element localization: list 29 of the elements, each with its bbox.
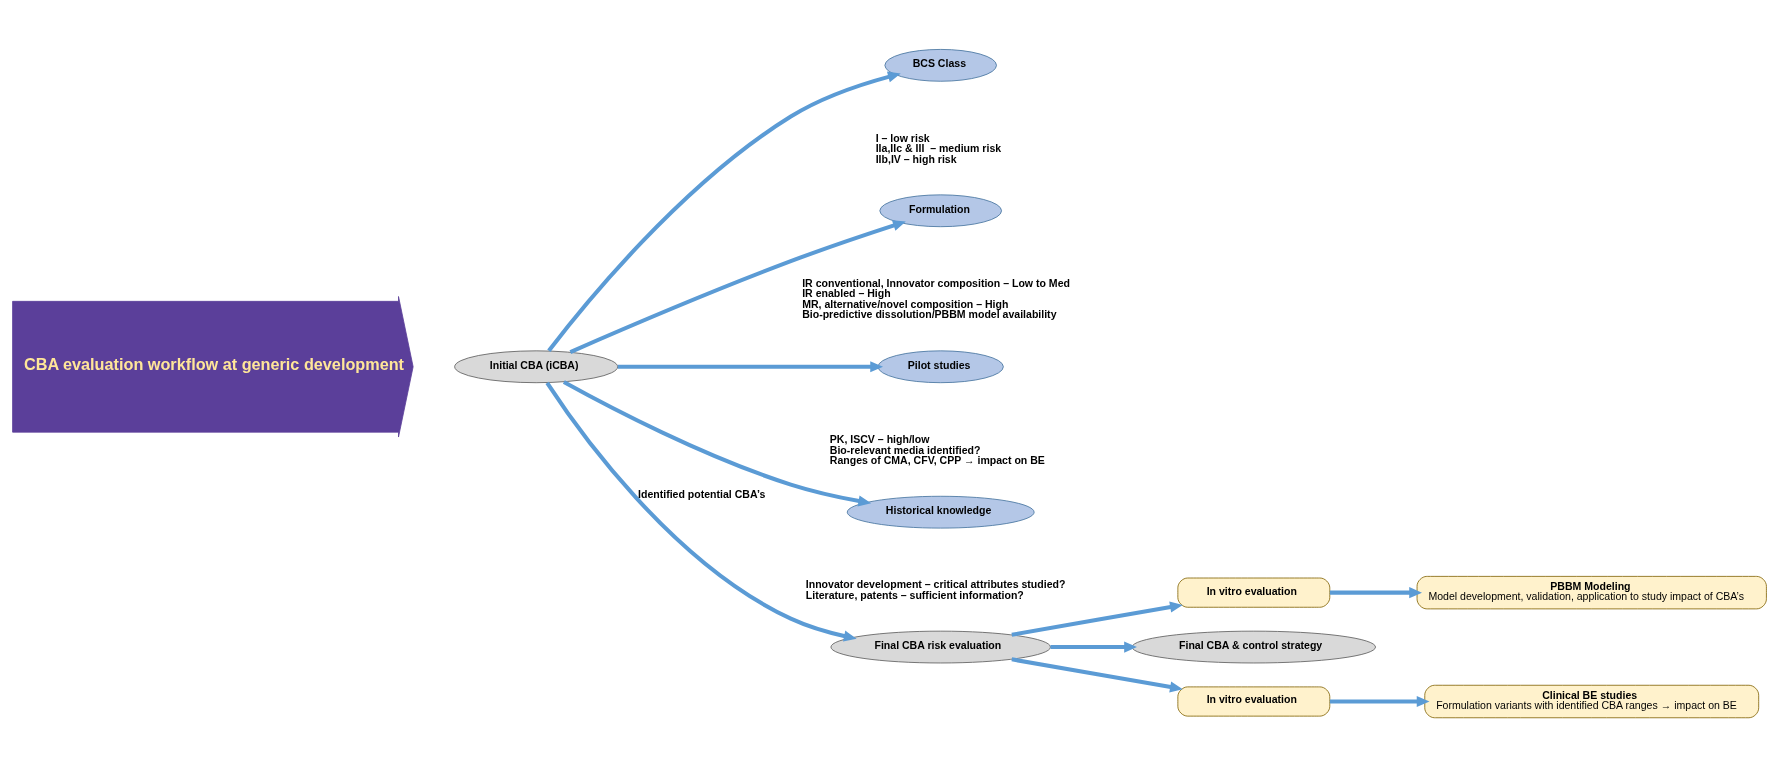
arrow — [544, 381, 857, 641]
node-box: Clinical BE studies Formulation variants with identified CBA ranges → impact on BE — [1423, 684, 1759, 718]
arrow — [1010, 656, 1183, 693]
node-ellipse: Final CBA & control strategy — [1131, 630, 1376, 663]
arrow — [1010, 601, 1183, 637]
node-label: IR enabled – High — [801, 286, 891, 299]
node-label: Innovator development – critical attributes studied? — [805, 577, 1065, 590]
node-label: Bio-relevant media identified? — [829, 443, 980, 456]
node-box: In vitro evaluation — [1176, 685, 1330, 717]
node-label: I – low risk — [875, 131, 930, 144]
node-box: PBBM Modeling Model development, validation, application to study impact of CBA’s — [1416, 575, 1767, 609]
node-ellipse: Initial CBA (iCBA) — [453, 349, 618, 383]
node-box: In vitro evaluation — [1176, 577, 1330, 608]
arrow — [562, 379, 871, 506]
node-label: IIa,IIc & III – medium risk — [875, 141, 1001, 154]
node-label: IR conventional, Innovator composition – Low to Med — [801, 276, 1070, 289]
arrow — [546, 71, 901, 352]
arrow — [1329, 695, 1430, 707]
arrow — [1329, 586, 1422, 598]
node-ellipse: Pilot studies — [877, 349, 1004, 383]
edge-label: Identified potential CBA’s — [637, 487, 765, 500]
arrow — [569, 219, 906, 354]
arrow — [617, 360, 883, 372]
arrow — [1049, 640, 1137, 653]
node-label: IIb,IV – high risk — [875, 152, 957, 165]
node-label: PK, ISCV – high/low — [829, 432, 929, 445]
node-label: Ranges of CMA, CFV, CPP → impact on BE — [829, 453, 1045, 466]
node-ellipse: Formulation — [878, 193, 1002, 227]
node-label: Literature, patents – sufficient information? — [805, 588, 1024, 601]
